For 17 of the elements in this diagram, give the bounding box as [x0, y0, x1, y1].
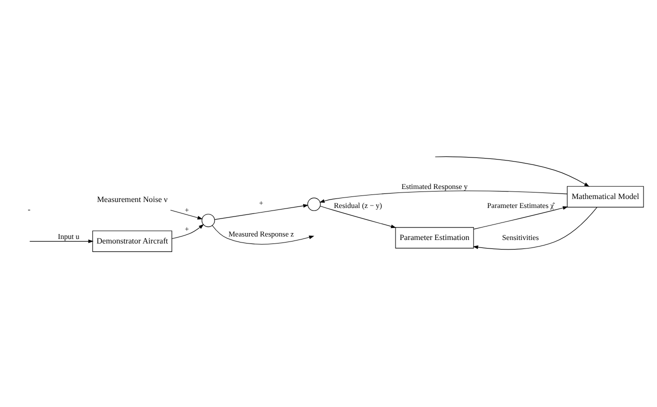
arrow [473, 206, 568, 229]
arrow [320, 205, 396, 228]
node-box: Parameter Estimation [395, 226, 474, 248]
arrow [212, 224, 314, 244]
arrow [214, 204, 308, 220]
arrow [170, 209, 203, 219]
node-circle [307, 197, 321, 210]
node-box: Mathematical Model [566, 186, 644, 207]
node-box: Demonstrator Aircraft [92, 230, 172, 252]
label: - [28, 204, 30, 214]
node-circle [202, 213, 215, 227]
node-text: Measurement Noise ν [97, 194, 168, 204]
arrow [434, 156, 590, 186]
arrow [172, 224, 204, 238]
arrow [472, 206, 598, 250]
arrow [29, 238, 94, 243]
arrow [319, 190, 568, 202]
